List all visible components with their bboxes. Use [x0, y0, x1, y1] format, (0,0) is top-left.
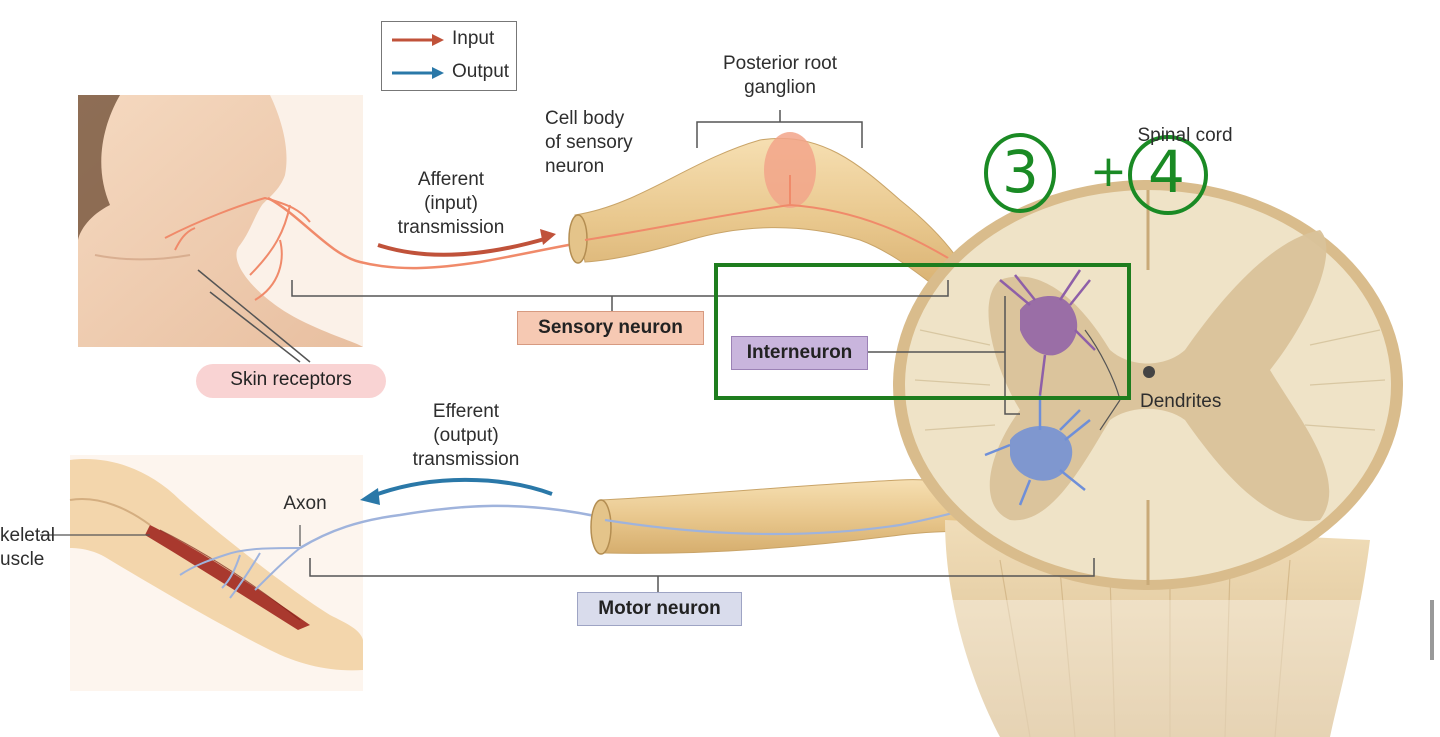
skin-receptors-label: Skin receptors — [196, 364, 386, 398]
scroll-indicator — [1430, 600, 1434, 660]
circle-around-4 — [1128, 135, 1208, 215]
motor-neuron-bracket — [309, 558, 1095, 592]
circle-around-3 — [984, 133, 1056, 213]
label-line: neuron — [545, 156, 605, 177]
annotation-number-4: 4 — [1148, 138, 1185, 206]
ganglion-bracket — [696, 110, 863, 148]
annotation-number-3: 3 — [1002, 138, 1039, 206]
label-line: transmission — [412, 449, 520, 470]
face-illustration — [78, 95, 586, 363]
input-arrow-icon — [392, 34, 444, 46]
label-line: transmission — [397, 217, 505, 238]
label-line: Efferent — [432, 401, 500, 422]
legend-output-row: Output — [390, 59, 514, 87]
interneuron-cell — [999, 269, 1096, 396]
arm-illustration — [40, 455, 601, 691]
efferent-arrow — [374, 477, 553, 497]
label-line: Posterior root — [722, 53, 838, 74]
legend-box: Input Output — [381, 21, 517, 91]
legend-input-row: Input — [390, 26, 514, 54]
axon-label: Axon — [283, 493, 327, 514]
label-line: (input) — [424, 193, 478, 214]
label-line: Cell body — [545, 108, 625, 129]
label-line: of sensory — [545, 132, 633, 153]
label-line: uscle — [0, 549, 45, 570]
label-line: Afferent — [417, 169, 485, 190]
interneuron-highlight-box — [714, 263, 1131, 400]
legend-output-label: Output — [452, 61, 510, 82]
interneuron-label: Interneuron — [731, 336, 868, 370]
sensory-neuron-label: Sensory neuron — [517, 311, 704, 345]
legend-input-label: Input — [452, 28, 495, 49]
posterior-root-ganglion-label: Posterior root ganglion — [700, 52, 860, 100]
label-line: keletal — [0, 525, 55, 546]
cell-body-label: Cell body of sensory neuron — [545, 107, 665, 179]
afferent-label: Afferent (input) transmission — [375, 168, 527, 240]
spinal-cord-label: Spinal cord — [1137, 125, 1233, 146]
afferent-arrow — [377, 236, 549, 257]
dendrites-label: Dendrites — [1140, 391, 1222, 412]
motor-neuron-label: Motor neuron — [577, 592, 742, 626]
efferent-label: Efferent (output) transmission — [390, 400, 542, 472]
interneuron-leader — [868, 296, 1020, 415]
label-line: (output) — [433, 425, 499, 446]
annotation-plus: + — [1090, 146, 1127, 197]
motor-neuron-cell — [984, 395, 1091, 506]
dendrites-leader — [1084, 329, 1121, 431]
anterior-root-nerve — [590, 479, 1021, 555]
label-line: ganglion — [744, 77, 816, 98]
skeletal-muscle-label: keletal uscle — [0, 524, 60, 572]
sensory-neuron-bracket — [291, 280, 949, 312]
output-arrow-icon — [392, 67, 444, 79]
